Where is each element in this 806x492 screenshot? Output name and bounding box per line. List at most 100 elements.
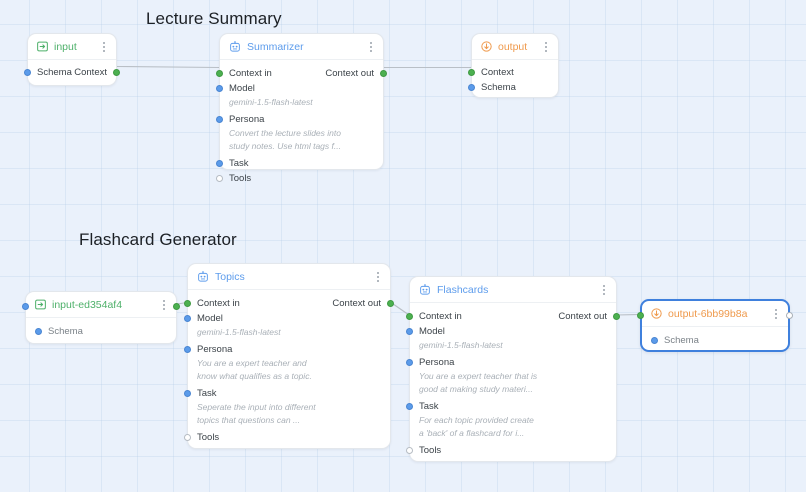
- node-body: Context in Context out Model gemini-1.5-…: [216, 60, 387, 194]
- node-header[interactable]: output: [472, 34, 558, 60]
- node-menu-button[interactable]: [365, 40, 376, 54]
- node-body: Schema Context: [24, 60, 120, 88]
- port-label: Schema: [37, 66, 72, 78]
- port-row-tools[interactable]: Tools: [406, 443, 607, 457]
- port-tools-in[interactable]: [406, 447, 413, 454]
- port-model-in[interactable]: [216, 85, 223, 92]
- port-label: Schema: [481, 81, 516, 93]
- port-context-in[interactable]: [637, 312, 644, 319]
- port-context-out[interactable]: [613, 313, 620, 320]
- port-schema-dot[interactable]: [651, 337, 658, 344]
- port-task-in[interactable]: [184, 390, 191, 397]
- port-row-persona[interactable]: Persona: [184, 342, 381, 356]
- port-label: Context out: [558, 310, 607, 322]
- port-row-schema[interactable]: Schema: [651, 333, 779, 347]
- persona-value-line1: You are a expert teacher and: [197, 358, 307, 368]
- port-row-context[interactable]: Context in Context out: [184, 296, 394, 310]
- port-context-out[interactable]: [113, 69, 120, 76]
- node-title: output-6bb99b8a: [668, 307, 748, 320]
- node-menu-button[interactable]: [598, 283, 609, 297]
- port-schema-in[interactable]: [24, 69, 31, 76]
- port-row-model[interactable]: Model: [406, 324, 607, 338]
- port-task-in[interactable]: [216, 160, 223, 167]
- port-schema-in[interactable]: [468, 84, 475, 91]
- port-schema-dot[interactable]: [35, 328, 42, 335]
- node-body: Schema: [642, 327, 788, 356]
- port-label: Model: [229, 82, 255, 94]
- port-row-tools[interactable]: Tools: [184, 430, 381, 444]
- port-context-out[interactable]: [173, 303, 180, 310]
- model-value: gemini-1.5-flash-latest: [419, 340, 503, 350]
- port-context-in[interactable]: [184, 300, 191, 307]
- node-body: Context in Context out Model gemini-1.5-…: [184, 290, 394, 453]
- port-label: Context: [74, 66, 107, 78]
- node-header[interactable]: input: [28, 34, 116, 60]
- node-title: Topics: [215, 270, 245, 283]
- port-label: Schema: [48, 325, 83, 337]
- node-header[interactable]: Topics: [188, 264, 390, 290]
- model-value: gemini-1.5-flash-latest: [197, 327, 281, 337]
- port-label: Context in: [197, 297, 240, 309]
- port-row-context[interactable]: Context in Context out: [406, 309, 620, 323]
- port-context-out[interactable]: [380, 70, 387, 77]
- robot-icon: [230, 40, 240, 52]
- node-body: Context in Context out Model gemini-1.5-…: [406, 303, 620, 466]
- node-summarizer[interactable]: Summarizer Context in Context out Model …: [216, 33, 387, 184]
- node-input-ed354af4[interactable]: input-ed354af4 Schema: [22, 291, 180, 344]
- persona-value-line2: know what qualifies as a topic.: [197, 371, 312, 381]
- port-persona-in[interactable]: [216, 116, 223, 123]
- port-row-schema[interactable]: Schema: [468, 80, 549, 94]
- node-menu-button[interactable]: [770, 307, 781, 321]
- node-header[interactable]: Summarizer: [220, 34, 383, 60]
- group-title-flashcard-generator: Flashcard Generator: [79, 230, 237, 249]
- node-menu-button[interactable]: [98, 40, 109, 54]
- port-context-in[interactable]: [406, 313, 413, 320]
- port-context-in[interactable]: [216, 70, 223, 77]
- port-row-persona[interactable]: Persona: [216, 112, 374, 126]
- port-persona-in[interactable]: [406, 359, 413, 366]
- port-tools-in[interactable]: [184, 434, 191, 441]
- port-row-task[interactable]: Task: [184, 386, 381, 400]
- node-topics[interactable]: Topics Context in Context out Model gemi…: [184, 263, 394, 449]
- port-row-task[interactable]: Task: [216, 156, 374, 170]
- port-row-model[interactable]: Model: [184, 311, 381, 325]
- node-header[interactable]: input-ed354af4: [26, 292, 176, 318]
- port-row-persona[interactable]: Persona: [406, 355, 607, 369]
- node-flashcards[interactable]: Flashcards Context in Context out Model …: [406, 276, 620, 462]
- port-row-model[interactable]: Model: [216, 81, 374, 95]
- port-context-out[interactable]: [387, 300, 394, 307]
- model-value: gemini-1.5-flash-latest: [229, 97, 313, 107]
- port-row[interactable]: Schema Context: [24, 65, 120, 79]
- node-header[interactable]: output-6bb99b8a: [642, 301, 788, 327]
- node-input[interactable]: input Schema Context: [24, 33, 120, 88]
- node-output[interactable]: output Context Schema: [468, 33, 559, 98]
- port-model-in[interactable]: [406, 328, 413, 335]
- port-task-in[interactable]: [406, 403, 413, 410]
- port-label: Task: [229, 157, 249, 169]
- port-label: Task: [197, 387, 217, 399]
- port-model-in[interactable]: [184, 315, 191, 322]
- port-row-context[interactable]: Context: [468, 65, 549, 79]
- output-arrow-icon: [481, 41, 492, 52]
- task-value-line2: topics that questions can ...: [197, 415, 301, 425]
- port-schema-in[interactable]: [22, 303, 29, 310]
- node-menu-button[interactable]: [540, 40, 551, 54]
- port-row-context[interactable]: Context in Context out: [216, 66, 387, 80]
- port-row-task[interactable]: Task: [406, 399, 607, 413]
- port-tools-in[interactable]: [216, 175, 223, 182]
- port-context-in[interactable]: [468, 69, 475, 76]
- node-menu-button[interactable]: [158, 298, 169, 312]
- port-context-out[interactable]: [786, 312, 793, 319]
- port-label: Context out: [332, 297, 381, 309]
- port-row-schema[interactable]: Schema: [35, 324, 167, 338]
- port-label: Persona: [419, 356, 455, 368]
- port-row-tools[interactable]: Tools: [216, 171, 374, 185]
- node-header[interactable]: Flashcards: [410, 277, 616, 303]
- node-output-6bb99b8a[interactable]: output-6bb99b8a Schema: [637, 299, 793, 352]
- port-persona-in[interactable]: [184, 346, 191, 353]
- port-label: Context out: [325, 67, 374, 79]
- task-value-line1: Seperate the input into different: [197, 402, 316, 412]
- node-menu-button[interactable]: [372, 270, 383, 284]
- port-label: Persona: [197, 343, 233, 355]
